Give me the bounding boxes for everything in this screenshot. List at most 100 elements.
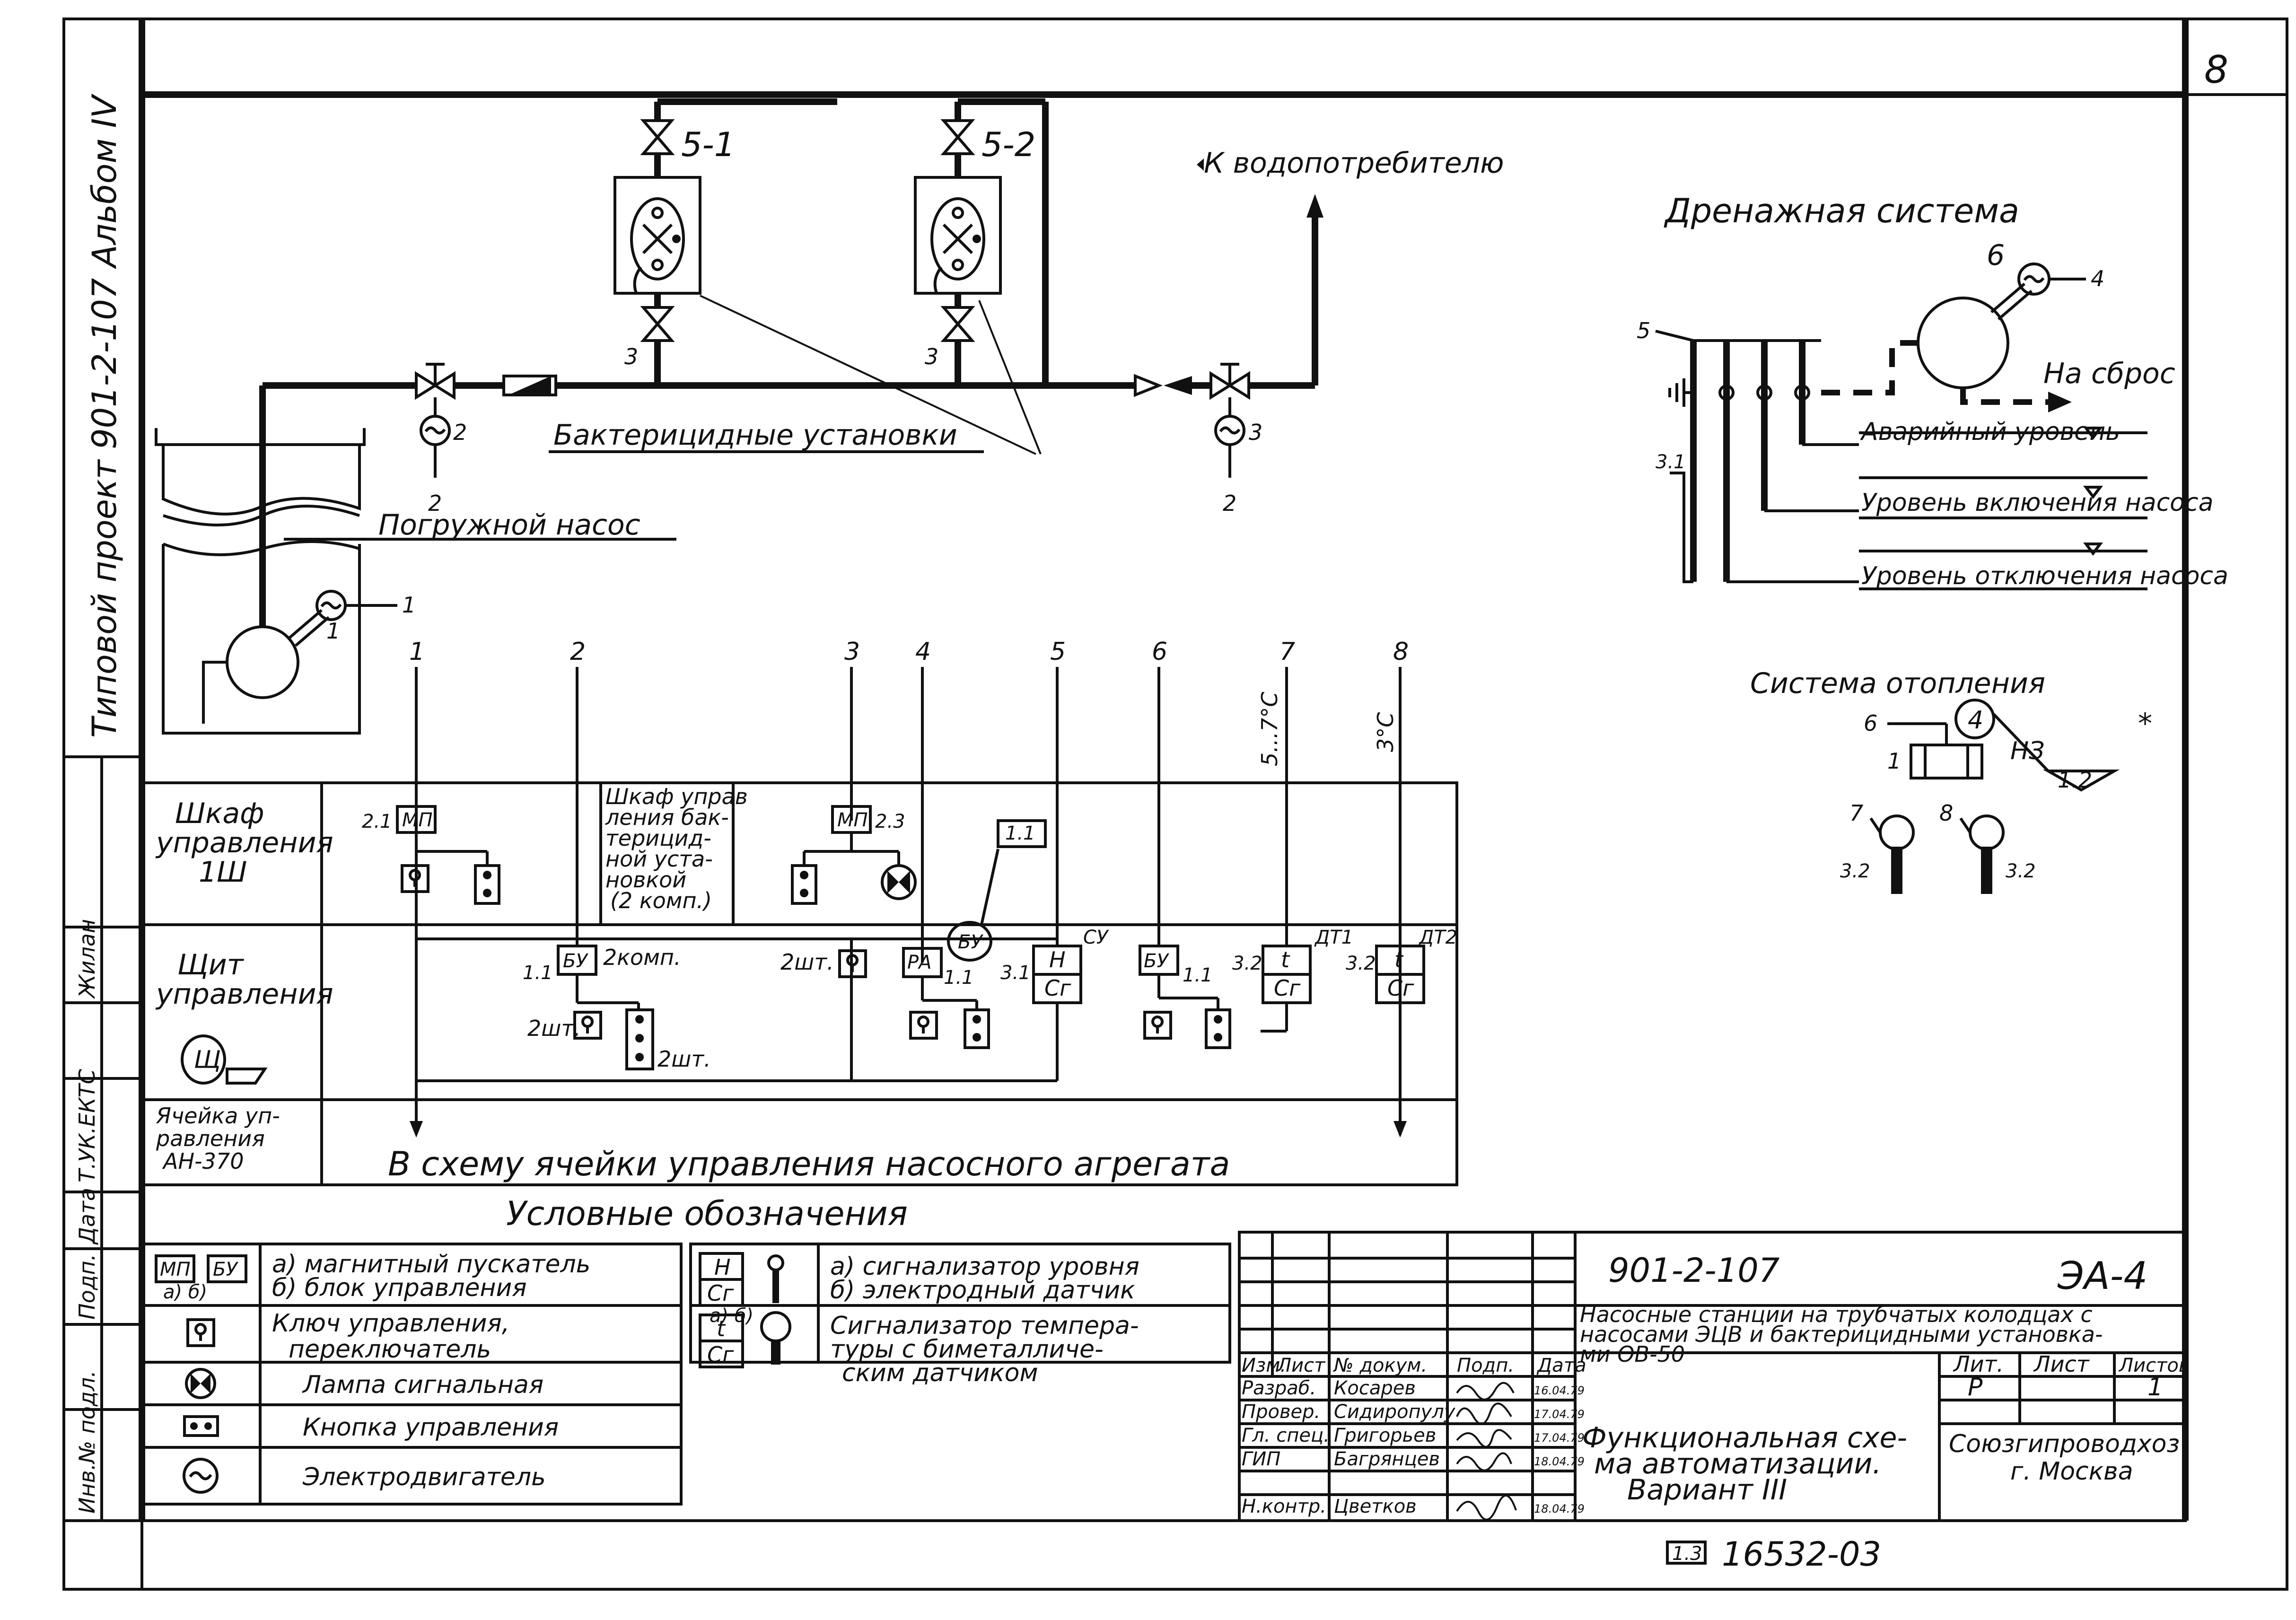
tb-name: Багрянцев: [1334, 1448, 1440, 1470]
drainage-sensor-line: 5: [1637, 318, 1650, 343]
bactericidal-unit: [613, 176, 701, 295]
legend-symbol: БУ: [213, 1259, 238, 1280]
mp-tag: 2.3: [875, 811, 905, 832]
tb-lit-label: Лит.: [1953, 1351, 2004, 1377]
heating-ne: НЗ: [2010, 737, 2044, 765]
side-title: Типовой проект 901-2-107 Альбом IV: [85, 94, 124, 738]
heating-sensor-7: 7: [1849, 800, 1863, 826]
drainage-title: Дренажная система: [1664, 192, 2019, 230]
unit-tag: 3: [624, 344, 638, 369]
electrode-sensor-icon: [767, 1254, 784, 1271]
motor-line-tag: 2: [1223, 490, 1236, 516]
drainage-level: Уровень отключения насоса: [1861, 562, 2228, 590]
project-code: 901-2-107: [1608, 1251, 1779, 1290]
by-box: БУ: [563, 950, 588, 972]
button-icon: [183, 1415, 219, 1437]
column-number: 2: [570, 638, 586, 666]
well-tank: [155, 428, 366, 735]
side-field-date: Дата: [74, 1188, 100, 1245]
tb-header: Изм.: [1242, 1355, 1286, 1376]
panel-symbol-icon: [181, 1034, 226, 1085]
heating-circle-label: 4: [1968, 706, 1983, 735]
tb-sheet-label: Лист: [2033, 1351, 2090, 1377]
tb-sheets-label: Листов: [2118, 1355, 2190, 1376]
tb-date: 17.04.79: [1534, 1431, 1585, 1445]
column-lines: [410, 667, 1407, 1138]
drainage-pump-tag: 6: [1987, 239, 2005, 272]
column-number: 3: [844, 638, 860, 666]
tb-role: ГИП: [1242, 1448, 1280, 1470]
lamp-icon: [881, 864, 917, 900]
valve-5-2-label: 5-2: [981, 125, 1035, 164]
temperature-sensor-icon: [1959, 814, 2005, 894]
legend-text: Электродвигатель: [302, 1463, 546, 1491]
legend-grid: [140, 1243, 1231, 1506]
valve-icon: [640, 306, 675, 342]
tb-date: 17.04.79: [1534, 1408, 1585, 1421]
button-icon: [625, 1008, 654, 1070]
legend-symbol: Сг: [707, 1342, 734, 1367]
button-icon: [474, 864, 500, 905]
dt1-tag: 3.2: [1232, 953, 1262, 974]
drainage-level: Уровень включения насоса: [1861, 489, 2213, 517]
by-tag: 1.1: [1183, 964, 1213, 986]
legend-symbol: Сг: [707, 1280, 734, 1306]
pump-line-tag: 1: [402, 592, 416, 618]
tb-lit: Р: [1968, 1373, 1983, 1401]
key-icon: [909, 1011, 938, 1040]
tb-name: Сидиропулу: [1334, 1401, 1456, 1423]
ra-tag: 1.1: [944, 967, 974, 989]
heating-tag-6: 6: [1864, 710, 1877, 736]
by-tag: 1.1: [523, 962, 553, 984]
cy-label: СУ: [1083, 927, 1109, 948]
key-icon: [838, 949, 867, 978]
dt2-bottom: Сг: [1387, 975, 1414, 1001]
project-description: Насосные станции на трубчатых колодцах с…: [1580, 1302, 2103, 1367]
bactericidal-label: Бактерицидные установки: [553, 419, 957, 452]
cy-top: Н: [1049, 947, 1066, 972]
legend-symbol: t: [717, 1316, 726, 1341]
tb-header: Лист: [1276, 1355, 1326, 1376]
motor-tag: 2: [453, 420, 467, 445]
sheet-number: 8: [2204, 48, 2228, 92]
dt2-tag: 3.2: [1346, 953, 1376, 974]
asterisk-mark: *: [2138, 707, 2152, 740]
valve-icon: [1209, 363, 1250, 400]
legend-text: Сигнализатор темпера-туры с биметалличе-…: [830, 1312, 1139, 1387]
temperature-sensor-icon: [760, 1311, 791, 1342]
tb-header: Подп.: [1457, 1355, 1514, 1376]
sheet-code: ЭА-4: [2057, 1254, 2147, 1298]
heating-sensor-8: 8: [1939, 800, 1953, 826]
to-consumer-label: К водопотребителю: [1204, 147, 1504, 180]
by-box: БУ: [1144, 950, 1169, 972]
side-stamp: [64, 755, 142, 1521]
column-number: 6: [1152, 638, 1167, 666]
footer-stamp: 1.3: [1672, 1543, 1702, 1565]
electrode-sensor: [1690, 341, 1859, 583]
pump-icon: [226, 625, 299, 699]
button-icon: [791, 864, 817, 905]
key-icon: [1143, 1011, 1172, 1040]
drainage-discharge: На сброс: [2043, 357, 2175, 390]
unit-tag: 3: [925, 344, 938, 369]
cy-tag: 3.1: [1000, 962, 1031, 984]
heating-sensor-tag: 3.2: [1840, 860, 1870, 882]
key-icon: [401, 864, 429, 893]
mp-box: МП: [837, 809, 868, 831]
tb-role: Гл. спец.: [1242, 1425, 1330, 1446]
heating-relay: [1954, 699, 1995, 739]
valve-icon: [415, 363, 456, 400]
drainage-sensor-tag: 3.1: [1656, 451, 1686, 473]
motor-line-tag: 2: [428, 490, 442, 516]
footer-inventory: 16532-03: [1722, 1535, 1881, 1574]
qty-note: 2шт.: [657, 1046, 711, 1072]
tb-header: № докум.: [1333, 1355, 1427, 1376]
side-stamp-text: Т.УК.ЕКТС: [74, 1069, 100, 1182]
column-number: 4: [915, 638, 931, 666]
column-number: 1: [409, 638, 425, 666]
bottom-note: В схему ячейки управления насосного агре…: [388, 1145, 1230, 1183]
